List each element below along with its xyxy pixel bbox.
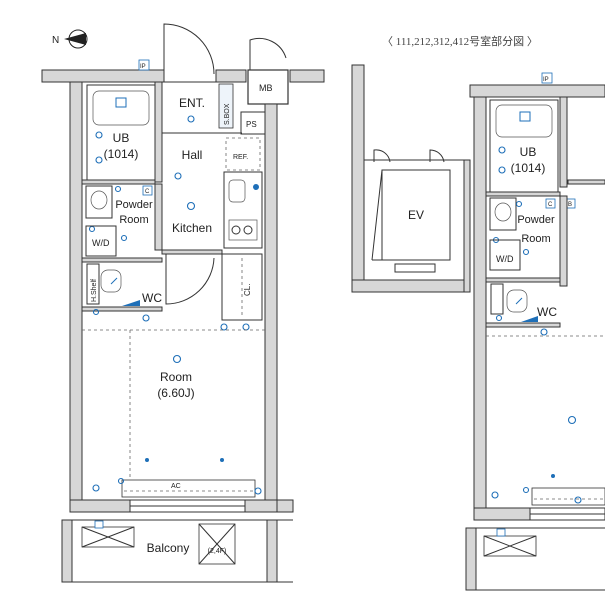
ref-label: REF.	[233, 154, 248, 161]
mb-label: MB	[259, 83, 273, 93]
c-mark-right: C	[548, 202, 553, 208]
room-size: (6.60J)	[157, 386, 194, 400]
c-mark: C	[145, 189, 150, 195]
sbox-label: S.BOX	[224, 103, 231, 125]
ub-size: (1014)	[104, 147, 139, 161]
north-arrow-icon: N	[52, 29, 88, 49]
closet-label: CL.	[243, 284, 252, 296]
ub-name: UB	[113, 131, 130, 145]
ub-size-right: (1014)	[511, 161, 546, 175]
wc-label: WC	[142, 291, 162, 305]
b-mark-right: B	[568, 202, 572, 208]
unit-right: IP UB (1014) Powder Room C B W/D WC	[465, 72, 605, 591]
wc-label-right: WC	[537, 305, 557, 319]
powder-label-2: Room	[119, 214, 148, 226]
powder-label-2-right: Room	[521, 233, 550, 245]
room-name: Room	[160, 370, 192, 384]
ub-name-right: UB	[520, 145, 537, 159]
units-note: 〈 111,212,312,412号室部分図 〉	[382, 34, 538, 48]
wd-label-right: W/D	[496, 254, 514, 264]
hall-label: Hall	[182, 148, 203, 162]
ip-label: IP	[140, 64, 146, 70]
ps-label: PS	[246, 120, 257, 129]
ip-label-right: IP	[543, 77, 549, 83]
ac-label: AC	[171, 483, 181, 490]
powder-label-1-right: Powder	[517, 214, 555, 226]
elevator-block: EV	[351, 64, 471, 293]
wd-label: W/D	[92, 238, 110, 248]
hatch-label: (2,4F)	[208, 548, 227, 555]
kitchen-label: Kitchen	[172, 221, 212, 235]
hshelf-label: H.Shelf	[91, 279, 98, 302]
powder-label-1: Powder	[115, 199, 153, 211]
entrance-label: ENT.	[179, 96, 205, 110]
ev-label: EV	[408, 208, 424, 222]
compass-label: N	[52, 35, 59, 46]
balcony-label: Balcony	[147, 541, 190, 555]
unit-left: MB IP UB (1014) ENT. Hall S.BOX	[41, 23, 325, 583]
